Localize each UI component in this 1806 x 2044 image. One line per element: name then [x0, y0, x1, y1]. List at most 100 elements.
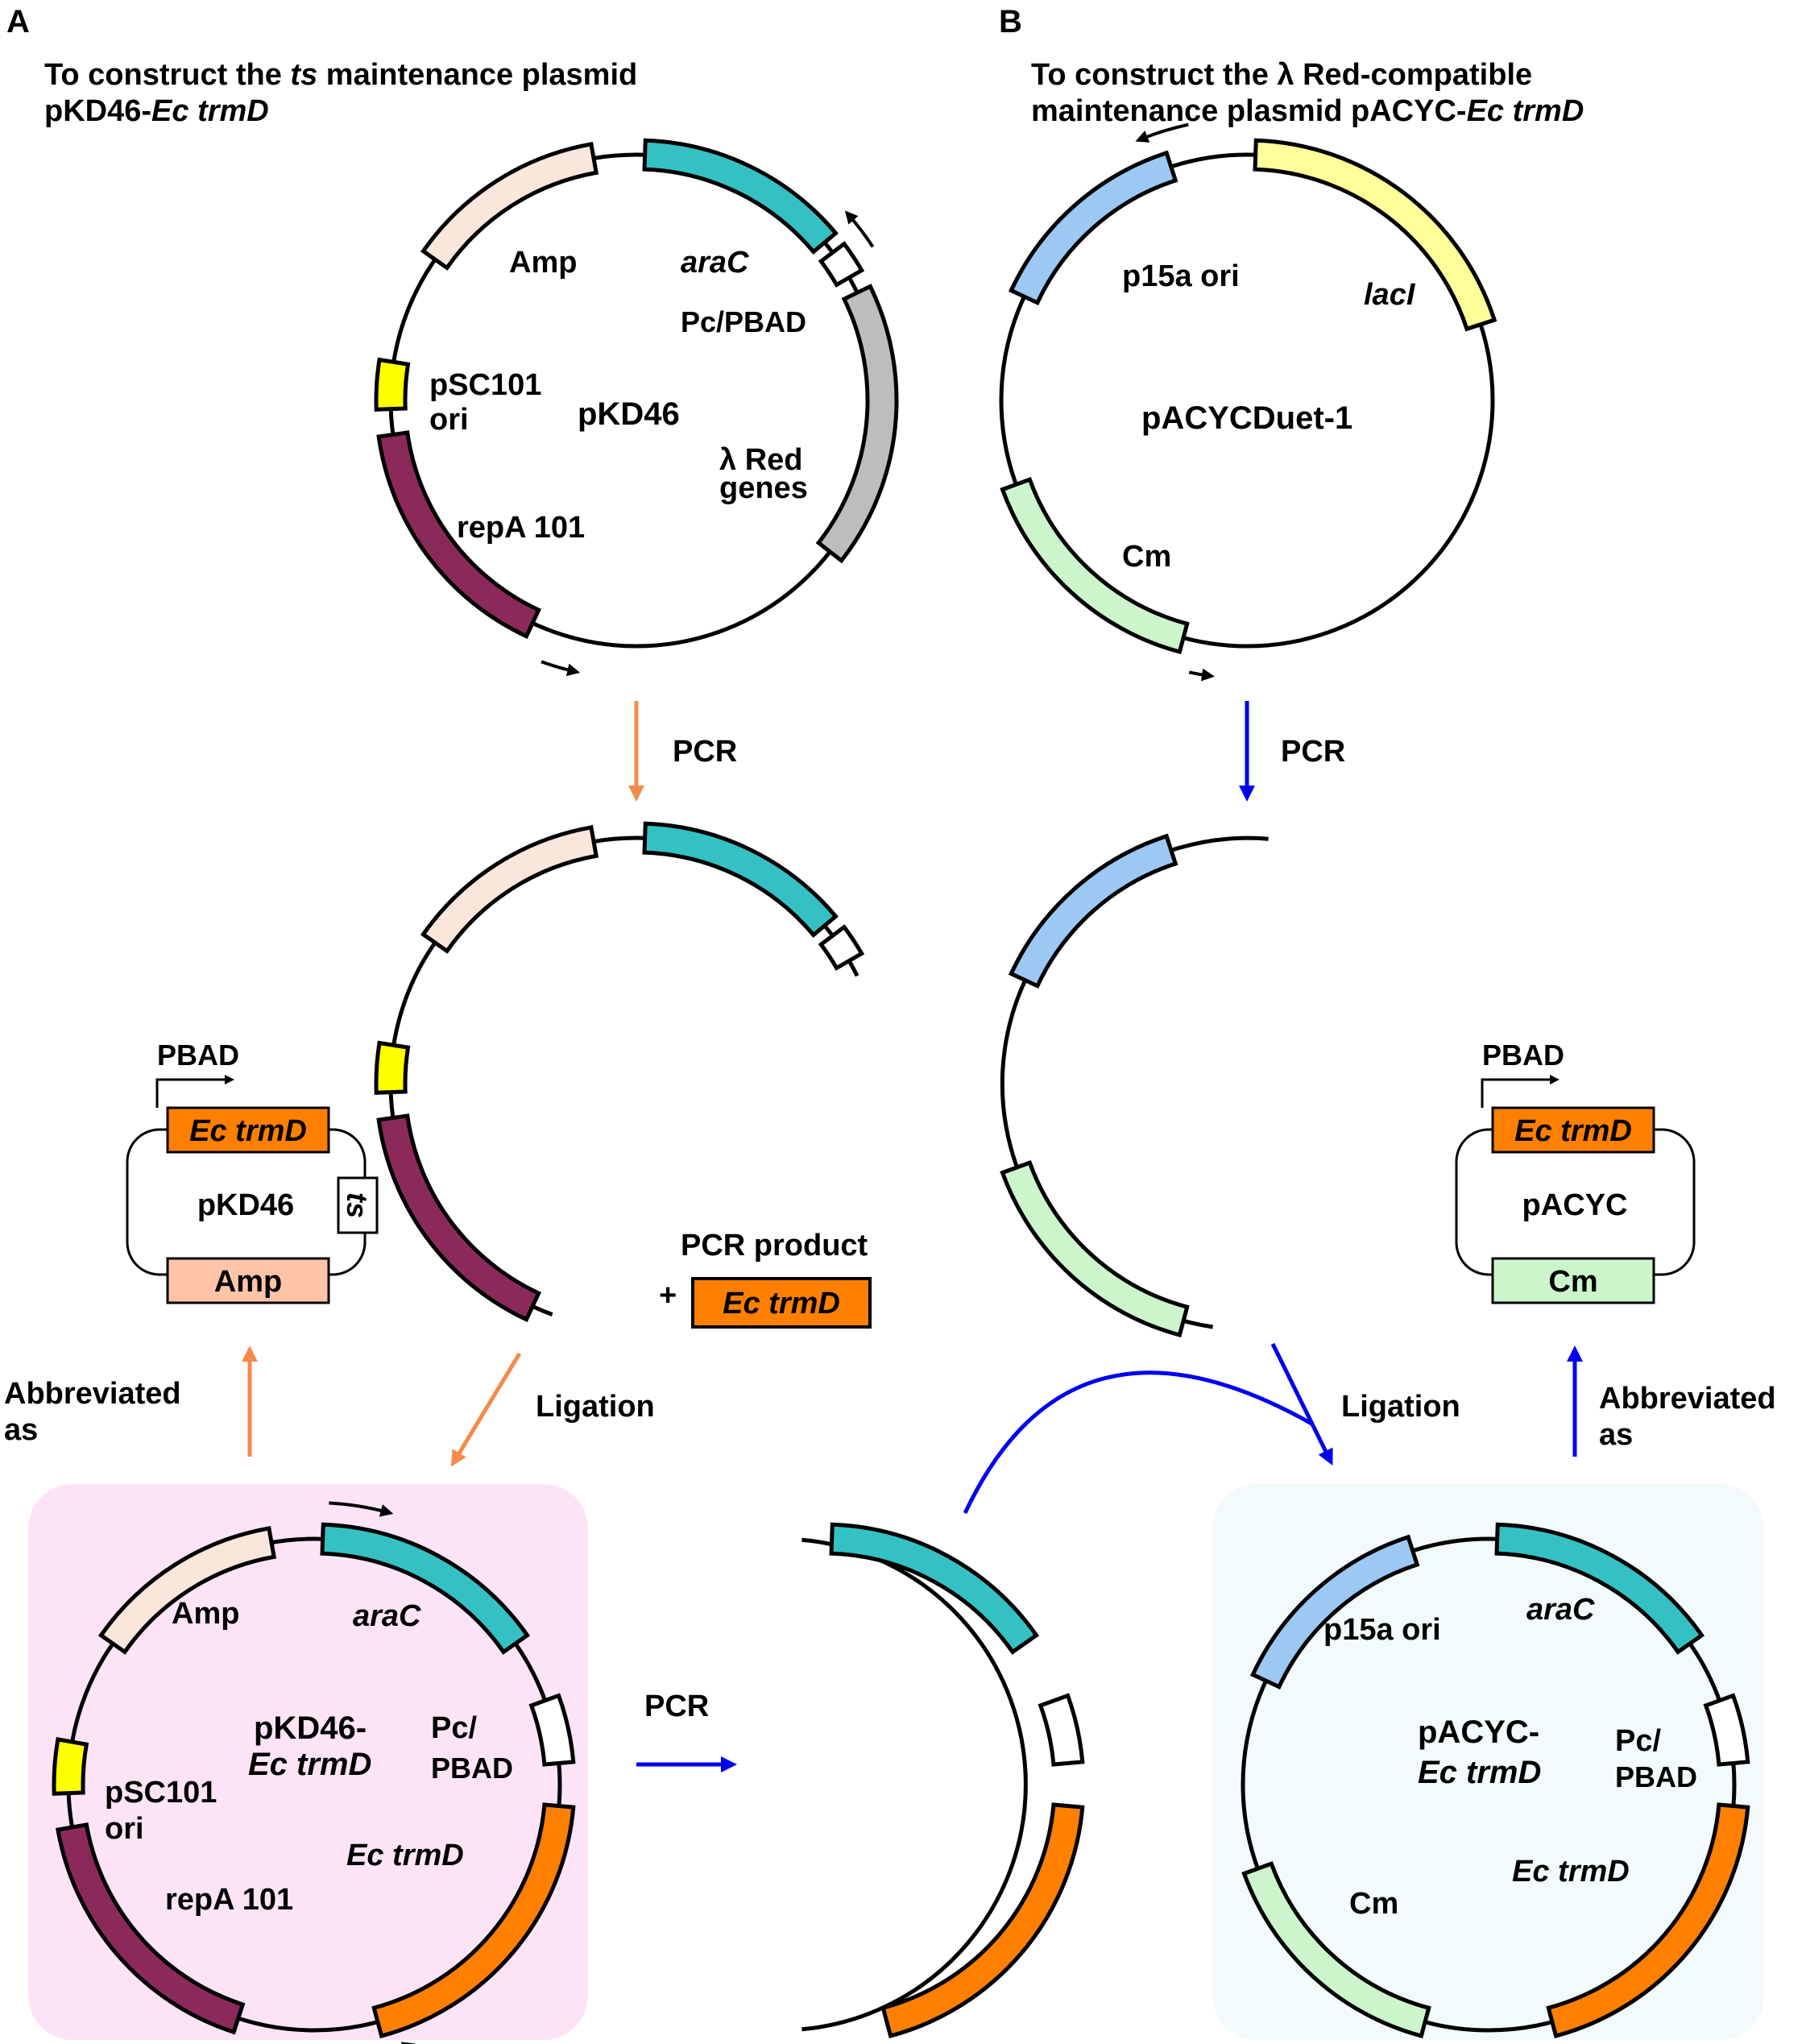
pacyc-trmd-prom-1: Pc/ [1615, 1724, 1661, 1758]
panel-a-letter: A [6, 4, 30, 39]
pacycduet-primer-reverse [1188, 668, 1215, 682]
pacyc-trmd-ori-label: p15a ori [1323, 1613, 1441, 1647]
pcr-product-box [691, 1277, 872, 1329]
result-panel-a-background [28, 1484, 588, 2040]
fragment-b-cm-segment [1000, 1159, 1190, 1338]
pcr-product-label: PCR product [681, 1229, 868, 1262]
abbrev-b-marker-label: Cm [1548, 1265, 1597, 1299]
pkd46-trmd-ori-1: pSC101 [105, 1776, 217, 1810]
pacycduet-laci-segment [1253, 138, 1497, 332]
pkd46-promoter-label: Pc/PBAD [681, 305, 806, 338]
pkd46-trmd-name-1: pKD46- [254, 1710, 367, 1746]
pkd46-repa-label: repA 101 [457, 511, 585, 545]
panel-a-title-line2: pKD46-Ec trmD [44, 94, 269, 128]
abbrev-a-marker-box [166, 1257, 330, 1304]
pacyc-trmd-ori-segment [1249, 1534, 1420, 1690]
pkd46-trmd-ori-2: ori [105, 1812, 144, 1846]
abbrev-label-a-2: as [4, 1413, 38, 1447]
fragment-a-ori-segment [374, 1040, 411, 1095]
pkd46-trmd-gene-segment [371, 1802, 576, 2039]
pkd46-trmd-ori-segment [52, 1737, 89, 1796]
plus-sign: + [659, 1279, 677, 1312]
pcr-label-a: PCR [673, 735, 737, 769]
abbrev-b-marker-box [1491, 1257, 1655, 1304]
pkd46-trmd-arac-segment [320, 1522, 531, 1655]
fragment-a-amp-segment [420, 825, 599, 954]
pkd46-red-segment [815, 284, 899, 564]
fragment-c-promoter-segment [1038, 1693, 1085, 1767]
pkd46-trmd-name-2: Ec trmD [248, 1747, 371, 1782]
abbrev-b-promoter-arrow [1481, 1075, 1560, 1108]
abbrev-a-promoter-label: PBAD [157, 1039, 239, 1072]
abbrev-b-name-label: pACYC [1522, 1188, 1628, 1222]
pacyc-trmd-gene-segment [1546, 1802, 1750, 2039]
pacyc-trmd-prom-2: PBAD [1615, 1760, 1697, 1793]
pacycduet-backbone [999, 152, 1495, 649]
abbrev-b-promoter-label: PBAD [1482, 1039, 1564, 1072]
pacycduet-ori-label: p15a ori [1122, 259, 1240, 293]
pkd46-trmd-repa-label: repA 101 [165, 1883, 293, 1917]
pkd46-red-label-1: λ Red [719, 443, 802, 477]
pkd46-trmd-prom-1: Pc/ [431, 1711, 477, 1745]
abbrev-b-gene-label: Ec trmD [1514, 1114, 1632, 1148]
pacycduet-cm-label: Cm [1122, 540, 1171, 574]
abbrev-a-promoter-arrow [155, 1075, 234, 1108]
insert-transfer-arrow [963, 1370, 1315, 1515]
pacyc-trmd-promoter-segment [1703, 1693, 1750, 1767]
panel-a-title-line1: To construct the ts maintenance plasmid [44, 58, 637, 92]
pkd46-name-label: pKD46 [578, 396, 680, 432]
pkd46-arac-label: araC [681, 246, 749, 280]
ligation-label-b: Ligation [1341, 1390, 1460, 1424]
panel-b-letter: B [999, 4, 1022, 39]
pcr-label-c: PCR [644, 1690, 709, 1723]
abbrev-a-name-label: pKD46 [197, 1188, 294, 1222]
pcr-product-gene-label: Ec trmD [723, 1287, 840, 1321]
abbrev-label-a-1: Abbreviated [4, 1377, 181, 1411]
pkd46-arac-segment [642, 138, 839, 255]
abbrev-a-marker-label: Amp [214, 1265, 282, 1299]
pkd46-ori-label-1: pSC101 [429, 368, 541, 402]
pkd46-trmd-prom-2: PBAD [431, 1752, 513, 1785]
abbrev-a-gene-label: Ec trmD [189, 1114, 307, 1148]
pkd46-trmd-arac-label: araC [353, 1599, 421, 1633]
fragment-c-backbone [802, 1537, 1028, 2032]
pacyc-trmd-name-1: pACYC- [1418, 1714, 1539, 1750]
fragment-b-backbone [1000, 835, 1269, 1329]
pacyc-trmd-arac-label: araC [1526, 1593, 1595, 1627]
pacyc-trmd-cm-segment [1241, 1860, 1431, 2039]
fragment-a-promoter-segment [818, 924, 865, 971]
panel-b-title-line2: maintenance plasmid pACYC-Ec trmD [1031, 94, 1584, 128]
abbrev-label-b-2: as [1599, 1418, 1633, 1452]
abbrev-schematic-a: ts Ec trmD Amp pKD46 PBAD [126, 1039, 379, 1304]
abbrev-a-ts-box [337, 1176, 379, 1234]
pkd46-promoter-segment [818, 241, 865, 288]
pkd46-trmd-trmd-label: Ec trmD [346, 1839, 464, 1872]
abbrev-b-gene-box [1491, 1106, 1655, 1154]
ligation-arrow-a [450, 1352, 522, 1467]
plasmid-maps [52, 122, 1750, 2044]
pacyc-trmd-arac-segment [1494, 1522, 1705, 1655]
pacycduet-primer-forward [1135, 122, 1189, 143]
pacycduet-ori-segment [1008, 150, 1178, 306]
pacyc-trmd-trmd-label: Ec trmD [1512, 1855, 1630, 1889]
pacycduet-name-label: pACYCDuet-1 [1141, 400, 1352, 436]
panel-b-title-line1: To construct the λ Red-compatible [1031, 58, 1532, 92]
fragment-c-arac-segment [829, 1522, 1040, 1655]
pkd46-primer-reverse [541, 660, 581, 677]
abbrev-schematic-b: Ec trmD Cm pACYC PBAD [1455, 1039, 1696, 1304]
pkd46-red-label-2: genes [719, 471, 808, 505]
pkd46-amp-label: Amp [509, 246, 577, 280]
fragment-a-repa-segment [376, 1113, 542, 1323]
fragment-a-arac-segment [642, 821, 839, 939]
pkd46-trmd-amp-segment [97, 1526, 277, 1655]
pcr-label-b: PCR [1281, 735, 1345, 769]
ligation-arrow-b [1270, 1342, 1333, 1466]
pkd46-trmd-primer-forward [329, 1501, 394, 1517]
pkd46-ori-label-2: ori [429, 403, 469, 437]
ligation-label-a: Ligation [536, 1390, 655, 1424]
pacyc-trmd-cm-label: Cm [1349, 1887, 1398, 1921]
pkd46-trmd-repa-segment [56, 1822, 246, 2035]
fragment-c-gene-segment [880, 1802, 1085, 2039]
abbrev-a-ts-label: ts [341, 1192, 374, 1218]
